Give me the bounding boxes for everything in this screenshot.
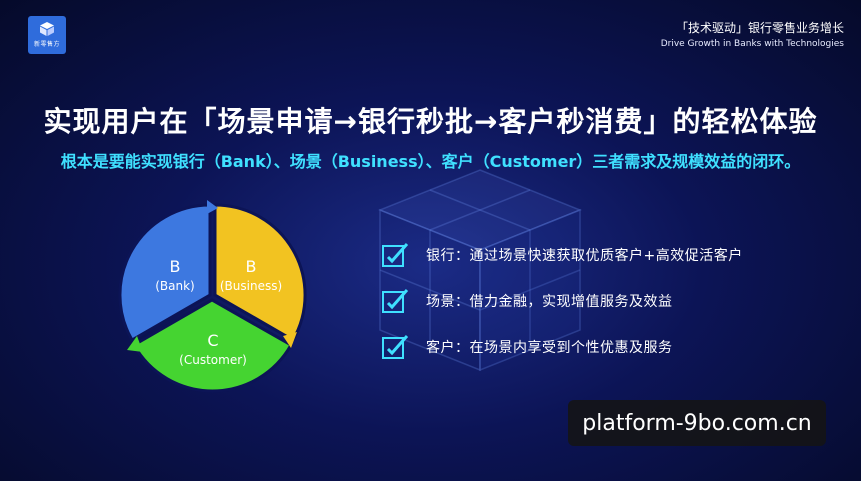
business-label: (Business) xyxy=(220,279,282,293)
check-pen-icon xyxy=(382,289,409,313)
check-pen-icon xyxy=(382,335,409,359)
arrow-icon xyxy=(127,336,143,352)
brand-title-en: Drive Growth in Banks with Technologies xyxy=(660,39,844,49)
bank-segment xyxy=(118,203,212,343)
benefit-list: 银行：通过场景快速获取优质客户+高效促活客户 场景：借力金融，实现增值服务及效益… xyxy=(380,232,743,370)
item-text: 客户：在场景内享受到个性优惠及服务 xyxy=(426,340,673,356)
brand-title-cn: 「技术驱动」银行零售业务增长 xyxy=(675,21,844,35)
page-subtitle: 根本是要能实现银行（Bank）、场景（Business）、客户（Customer… xyxy=(60,152,801,171)
cycle-diagram: B (Bank) B (Business) C (Customer) xyxy=(118,200,307,393)
watermark: platform-9bo.com.cn xyxy=(568,400,826,446)
page-title: 实现用户在「场景申请→银行秒批→客户秒消费」的轻松体验 xyxy=(43,105,818,138)
business-letter: B xyxy=(246,257,257,276)
cube-logo-icon xyxy=(40,22,54,36)
customer-segment xyxy=(131,298,294,393)
logo-text: 新零售方 xyxy=(33,41,60,48)
customer-label: (Customer) xyxy=(179,353,247,367)
list-item: 场景：借力金融，实现增值服务及效益 xyxy=(380,278,743,324)
list-item: 银行：通过场景快速获取优质客户+高效促活客户 xyxy=(380,232,743,278)
background-cube-graphic xyxy=(377,169,583,372)
logo: 新零售方 xyxy=(28,16,66,54)
list-item: 客户：在场景内享受到个性优惠及服务 xyxy=(380,324,743,370)
item-text: 场景：借力金融，实现增值服务及效益 xyxy=(426,294,673,310)
arrow-icon xyxy=(283,332,297,348)
arrow-icon xyxy=(207,200,218,214)
business-segment xyxy=(213,203,307,343)
brand-header: 「技术驱动」银行零售业务增长 Drive Growth in Banks wit… xyxy=(661,20,844,51)
bank-letter: B xyxy=(170,257,181,276)
check-pen-icon xyxy=(382,243,409,267)
bank-label: (Bank) xyxy=(155,279,195,293)
item-text: 银行：通过场景快速获取优质客户+高效促活客户 xyxy=(426,248,743,264)
customer-letter: C xyxy=(207,331,218,350)
